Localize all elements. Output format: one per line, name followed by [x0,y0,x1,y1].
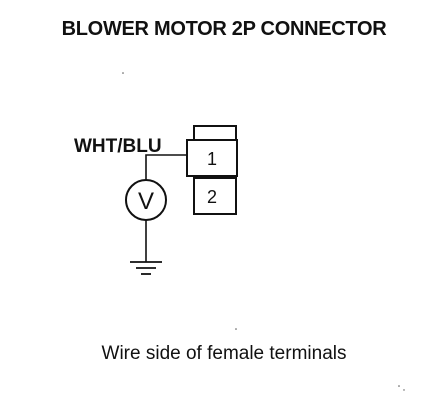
connector-housing [186,125,238,215]
diagram-caption: Wire side of female terminals [101,343,347,364]
terminal-1-number: 1 [207,149,217,169]
test-lead-wire [145,154,187,180]
wire-color-label: WHT/BLU [74,136,162,157]
voltmeter-icon: V [125,179,167,221]
connector-latch-tab [193,125,237,141]
voltmeter-symbol: V [138,188,154,215]
terminal-2-cavity [193,177,237,215]
terminal-1-cavity [186,139,238,177]
ground-icon [130,261,162,275]
diagram-title: BLOWER MOTOR 2P CONNECTOR [61,18,387,40]
terminal-2-number: 2 [207,187,217,207]
scan-specks [122,72,405,391]
